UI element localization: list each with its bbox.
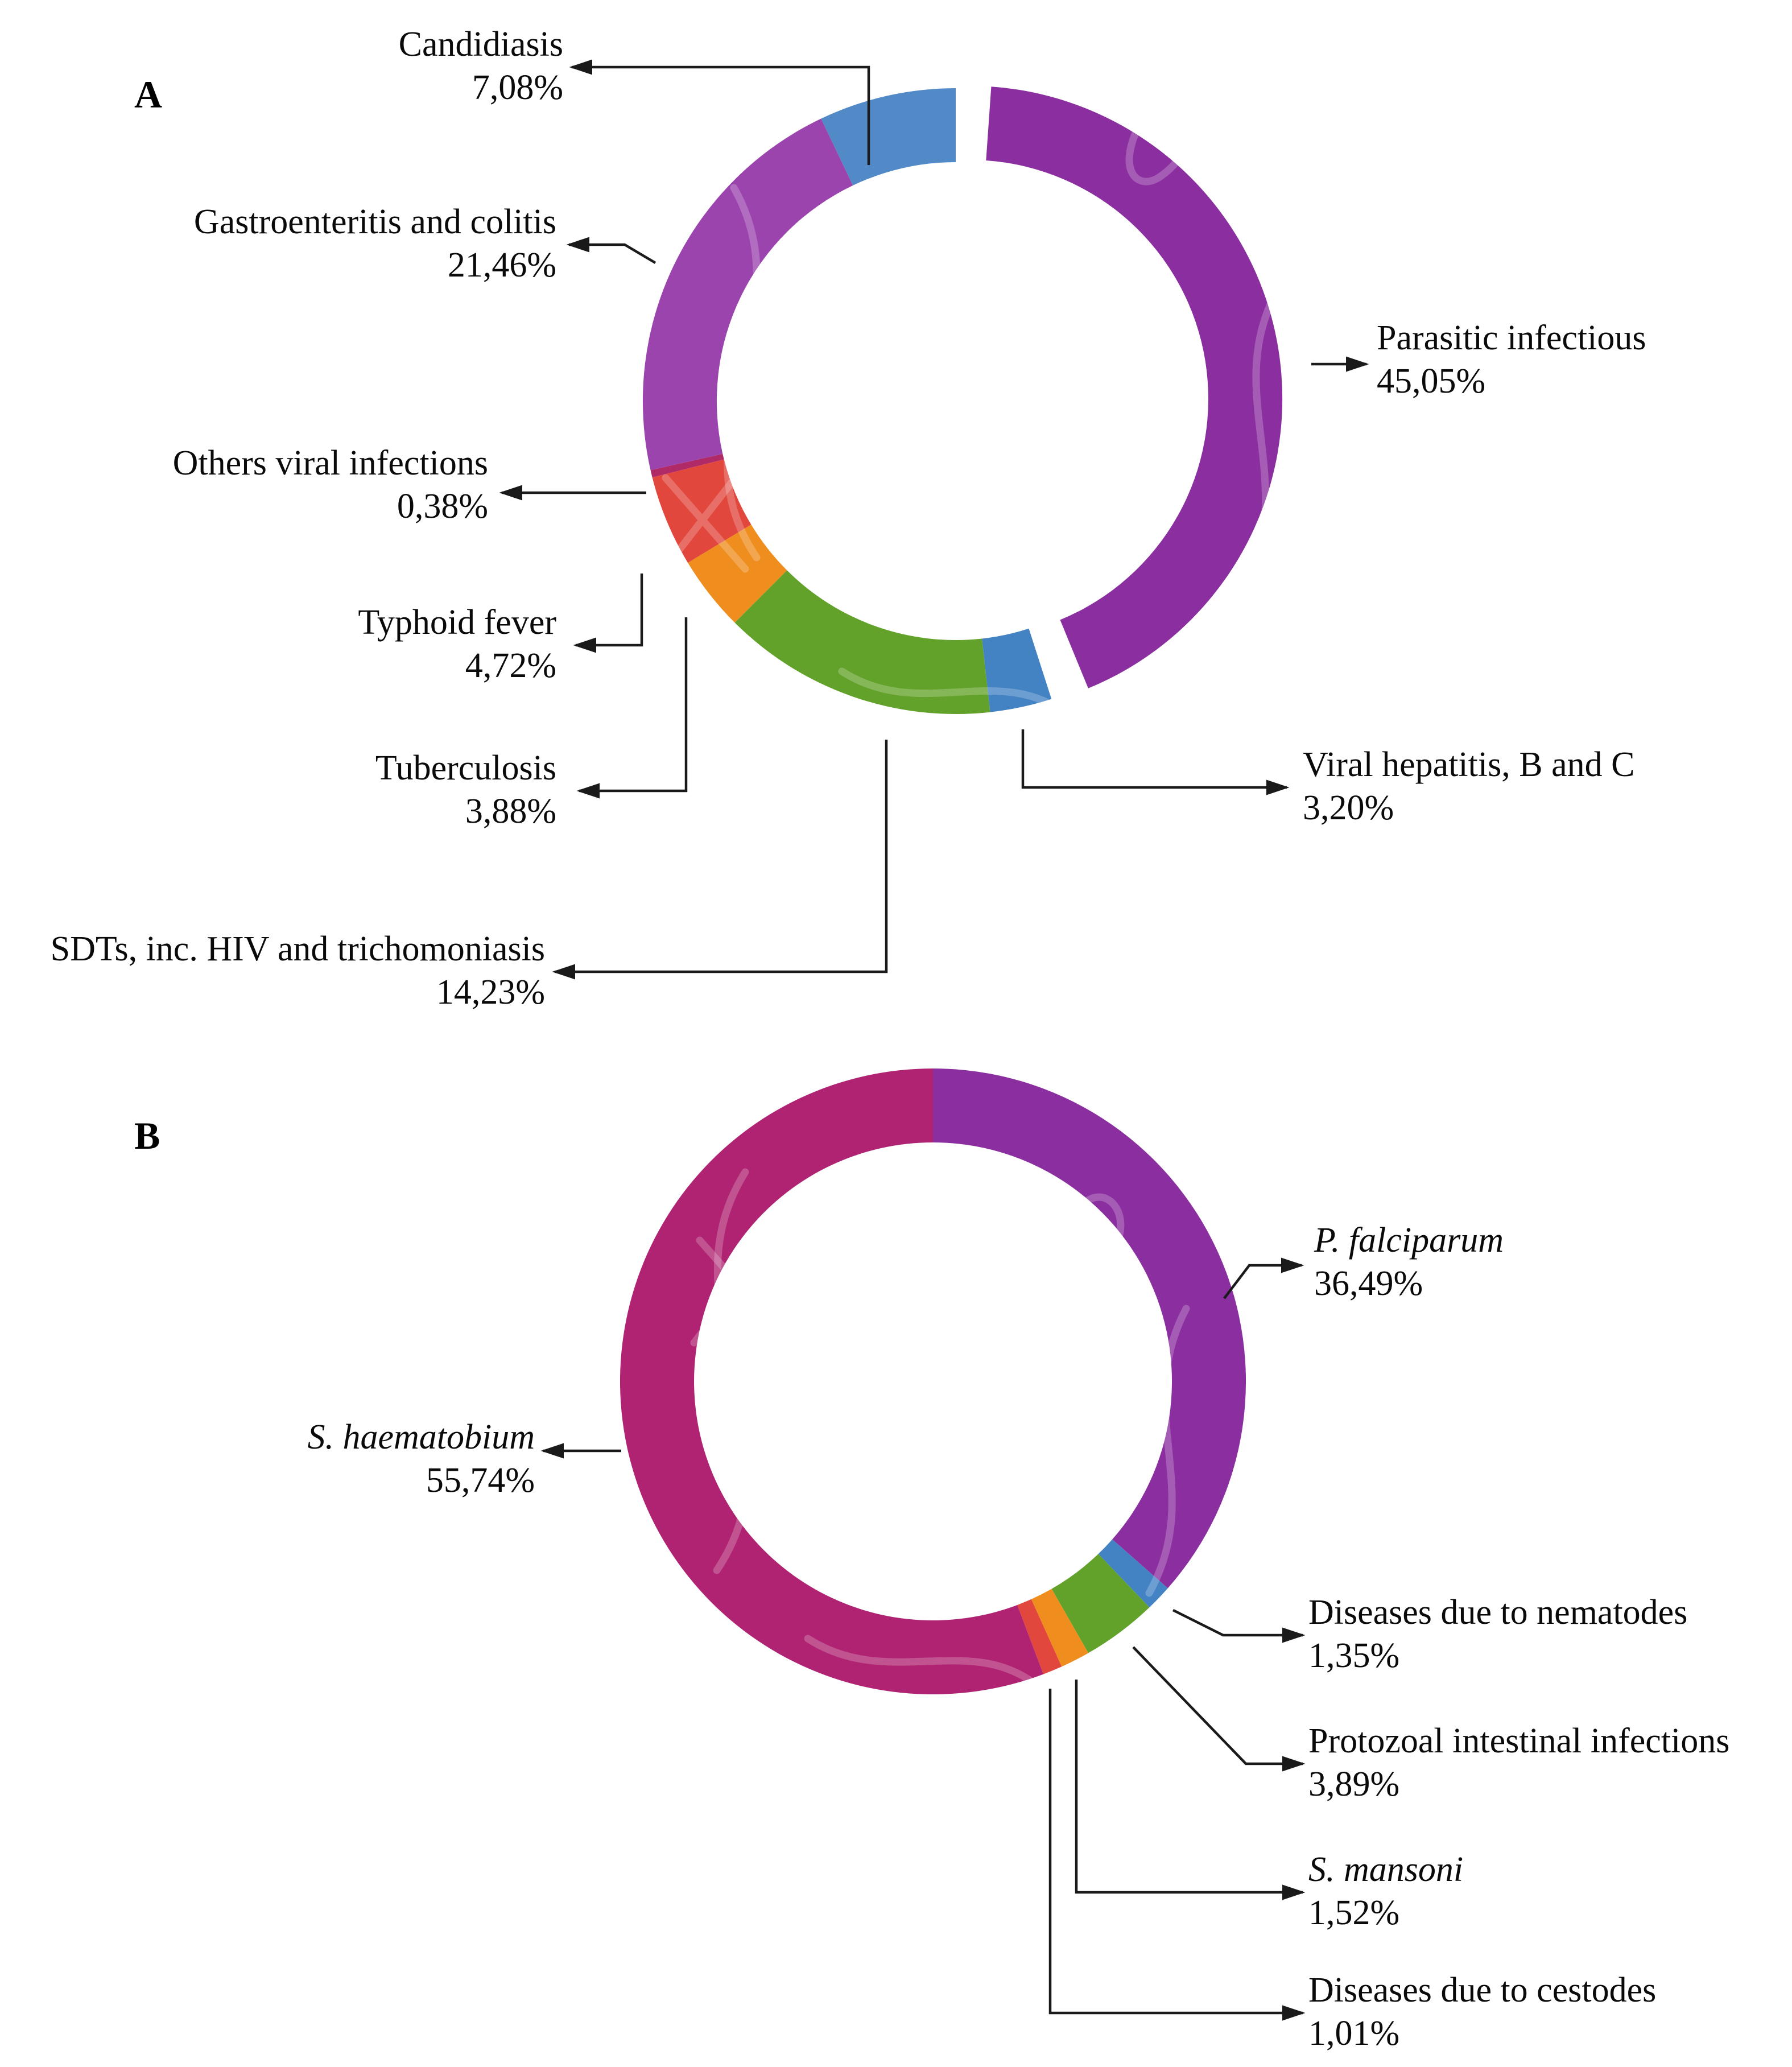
callout-arrow-sdts-inc-hiv-and-trichomoniasis: [552, 740, 888, 980]
segment-name-text: Diseases due to nematodes: [1308, 1593, 1688, 1632]
segment-percent-text: 3,89%: [1308, 1765, 1400, 1804]
donut-segment-sdts-inc-hiv-and-trichomoniasis: [734, 570, 990, 715]
donut-rings-layer: [620, 86, 1283, 1694]
donut-segment-viral-hepatitis-b-and-c: [982, 628, 1052, 712]
callout-arrow-s-mansoni: [1075, 1680, 1306, 1900]
segment-name-text: Diseases due to cestodes: [1308, 1971, 1657, 2010]
segment-name-text: S. haematobium: [307, 1418, 535, 1457]
segment-name-text: Protozoal intestinal infections: [1308, 1722, 1730, 1760]
donut-segment-diseases-due-to-cestodes: [1017, 1599, 1062, 1674]
callout-label-viral-hepatitis-b-and-c: Viral hepatitis, B and C 3,20%: [1303, 743, 1634, 830]
callout-arrows-layer: [499, 59, 1369, 2021]
donut-segment-s-mansoni: [1031, 1589, 1089, 1667]
panel-a-marker: A: [134, 73, 163, 116]
callout-label-candidiasis: Candidiasis 7,08%: [399, 23, 563, 109]
segment-percent-text: 1,52%: [1308, 1893, 1400, 1932]
segment-percent-text: 21,46%: [447, 246, 556, 284]
donut-segment-gastroenteritis-and-colitis: [642, 118, 853, 471]
segment-percent-text: 7,08%: [472, 68, 563, 107]
callout-label-others-viral-infections: Others viral infections 0,38%: [173, 442, 488, 528]
watermark-squiggle: [804, 1635, 1039, 1688]
segment-percent-text: 1,35%: [1308, 1636, 1400, 1675]
callout-arrow-gastroenteritis-and-colitis: [566, 237, 656, 264]
segment-percent-text: 14,23%: [436, 973, 545, 1012]
callout-label-gastroenteritis-and-colitis: Gastroenteritis and colitis 21,46%: [194, 200, 556, 287]
segment-name-text: P. falciparum: [1314, 1221, 1504, 1260]
callout-arrow-diseases-due-to-nematodes: [1172, 1608, 1306, 1643]
callout-arrow-candidiasis: [569, 59, 870, 165]
segment-percent-text: 0,38%: [397, 487, 488, 526]
segment-name-text: Parasitic infectious: [1377, 319, 1646, 357]
callout-label-typhoid-fever: Typhoid fever 4,72%: [358, 601, 556, 687]
callout-label-tuberculosis: Tuberculosis 3,88%: [375, 746, 556, 833]
watermark-layer: [656, 100, 1278, 1688]
segment-percent-text: 1,01%: [1308, 2014, 1400, 2053]
watermark-squiggle: [1145, 1305, 1190, 1597]
donut-chart-a: [642, 86, 1283, 715]
donut-segment-s-haematobium: [620, 1068, 1044, 1694]
segment-name-text: S. mansoni: [1308, 1850, 1464, 1889]
panel-b-marker: B: [134, 1114, 160, 1157]
callout-arrow-protozoal-intestinal-infections: [1132, 1646, 1306, 1772]
watermark-squiggle: [656, 468, 749, 579]
callout-label-parasitic-infectious: Parasitic infectious 45,05%: [1377, 316, 1646, 403]
donut-segment-diseases-due-to-nematodes: [1098, 1539, 1168, 1608]
segment-percent-text: 45,05%: [1377, 362, 1486, 401]
watermark-squiggle: [724, 184, 761, 562]
watermark-squiggle: [1236, 292, 1278, 607]
callout-label-diseases-due-to-cestodes: Diseases due to cestodes 1,01%: [1308, 1969, 1656, 2055]
segment-name-text: Others viral infections: [172, 444, 488, 482]
donut-segment-parasitic-infectious: [986, 86, 1283, 688]
callout-label-s-mansoni: S. mansoni 1,52%: [1308, 1848, 1463, 1934]
donut-segment-others-viral-infections: [650, 453, 724, 478]
callout-label-p-falciparum: P. falciparum 36,49%: [1314, 1219, 1504, 1305]
watermark-squiggle: [713, 1168, 752, 1574]
callout-arrow-typhoid-fever: [573, 574, 643, 653]
callout-label-s-haematobium: S. haematobium 55,74%: [307, 1416, 535, 1502]
callout-arrow-p-falciparum: [1223, 1257, 1304, 1299]
callout-arrow-tuberculosis: [576, 617, 688, 799]
segment-name-text: Viral hepatitis, B and C: [1303, 745, 1635, 784]
segment-percent-text: 3,20%: [1303, 789, 1394, 827]
watermark-squiggle: [838, 667, 1073, 721]
callout-arrow-diseases-due-to-cestodes: [1048, 1689, 1306, 2021]
donut-chart-b: [620, 1068, 1246, 1694]
donut-segment-candidiasis: [821, 88, 956, 185]
callout-label-diseases-due-to-nematodes: Diseases due to nematodes 1,35%: [1308, 1591, 1687, 1677]
donut-segment-tuberculosis: [688, 525, 787, 623]
segment-percent-text: 36,49%: [1314, 1264, 1423, 1303]
segment-name-text: Tuberculosis: [375, 749, 556, 787]
watermark-squiggle: [1055, 1193, 1125, 1281]
callout-label-protozoal-intestinal-infections: Protozoal intestinal infections 3,89%: [1308, 1719, 1729, 1806]
segment-name-text: SDTs, inc. HIV and trichomoniasis: [50, 930, 545, 968]
donut-segment-p-falciparum: [933, 1068, 1246, 1589]
segment-percent-text: 3,88%: [465, 792, 556, 831]
watermark-squiggle: [1125, 100, 1191, 185]
segment-name-text: Typhoid fever: [358, 603, 556, 642]
callout-label-sdts-inc-hiv-and-trichomoniasis: SDTs, inc. HIV and trichomoniasis 14,23%: [51, 927, 545, 1014]
segment-percent-text: 55,74%: [426, 1461, 535, 1500]
donut-segment-typhoid-fever: [652, 459, 752, 563]
segment-name-text: Candidiasis: [398, 25, 563, 64]
callout-arrow-viral-hepatitis-b-and-c: [1021, 729, 1290, 795]
donut-segment-protozoal-intestinal-infections: [1051, 1554, 1150, 1653]
segment-percent-text: 4,72%: [465, 646, 556, 685]
segment-name-text: Gastroenteritis and colitis: [193, 203, 556, 241]
watermark-squiggle: [690, 1231, 789, 1347]
